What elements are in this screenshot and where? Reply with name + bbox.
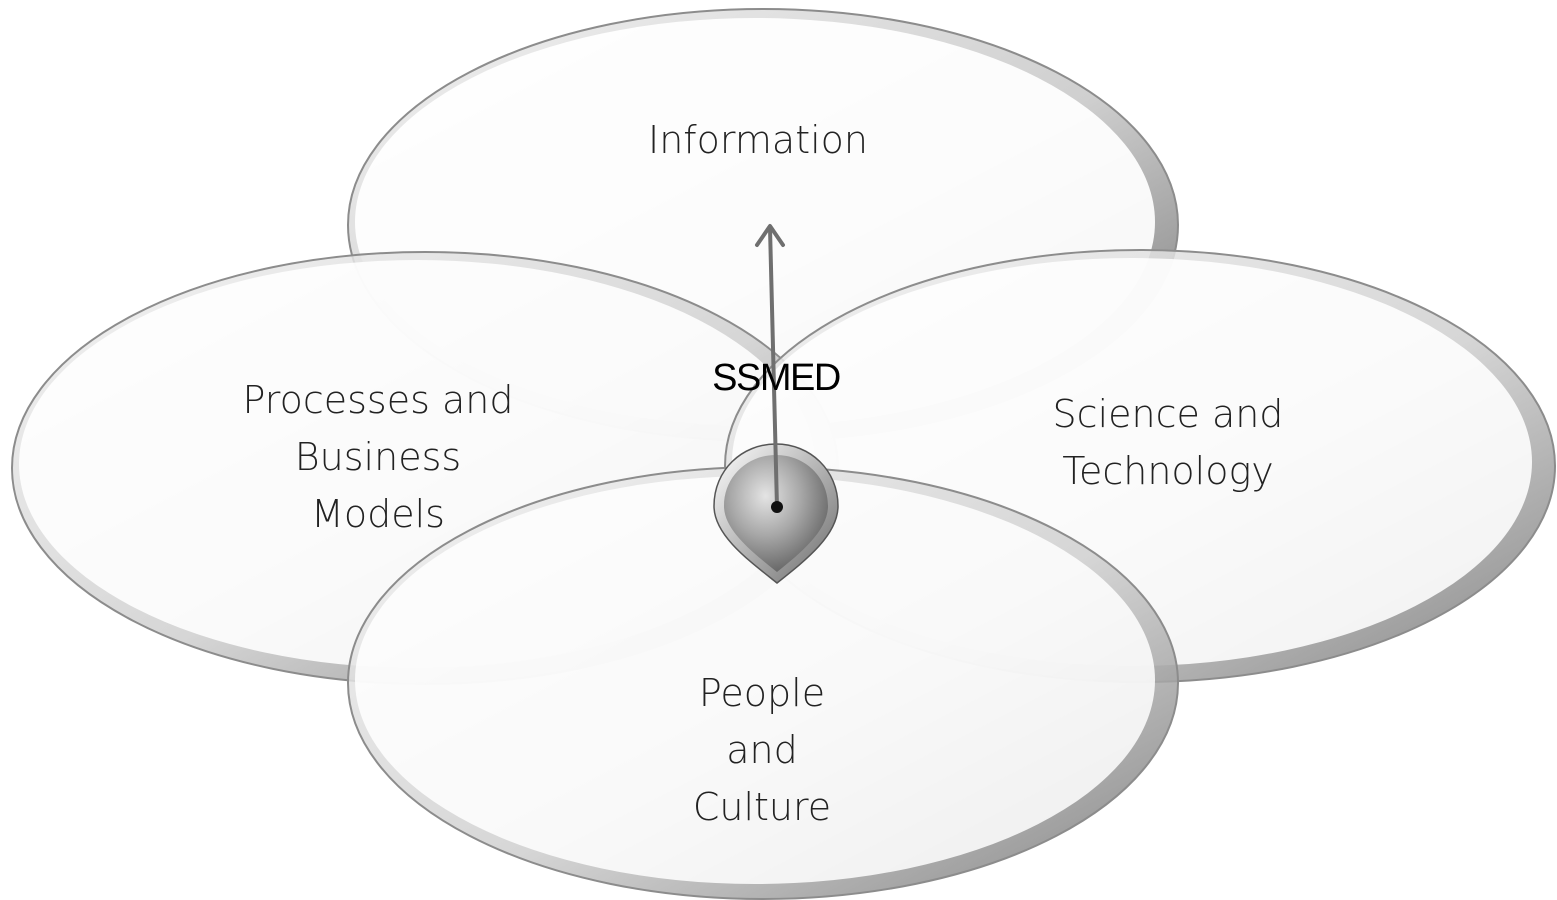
label-information-text: Information xyxy=(648,118,868,162)
label-science-line-2: Technology xyxy=(1062,449,1274,493)
label-processes: Processes and Business Models xyxy=(243,372,514,543)
label-science-line-1: Science and xyxy=(1052,392,1284,436)
label-processes-line-3: Models xyxy=(311,492,445,536)
label-information: Information xyxy=(648,112,868,169)
label-people-line-3: Culture xyxy=(692,785,832,829)
label-people-line-1: People xyxy=(698,671,826,715)
center-pin xyxy=(713,443,839,584)
label-science: Science and Technology xyxy=(1053,386,1284,500)
label-people-line-2: and xyxy=(726,728,798,772)
label-processes-line-2: Business xyxy=(294,435,462,479)
label-ssmed: SSMED xyxy=(712,356,841,400)
label-ssmed-text: SSMED xyxy=(712,357,841,399)
label-processes-line-1: Processes and xyxy=(242,378,514,422)
center-dot xyxy=(771,501,783,513)
ellipse-people xyxy=(347,466,1179,900)
arrow-up xyxy=(755,224,785,513)
label-people: People and Culture xyxy=(693,665,831,836)
